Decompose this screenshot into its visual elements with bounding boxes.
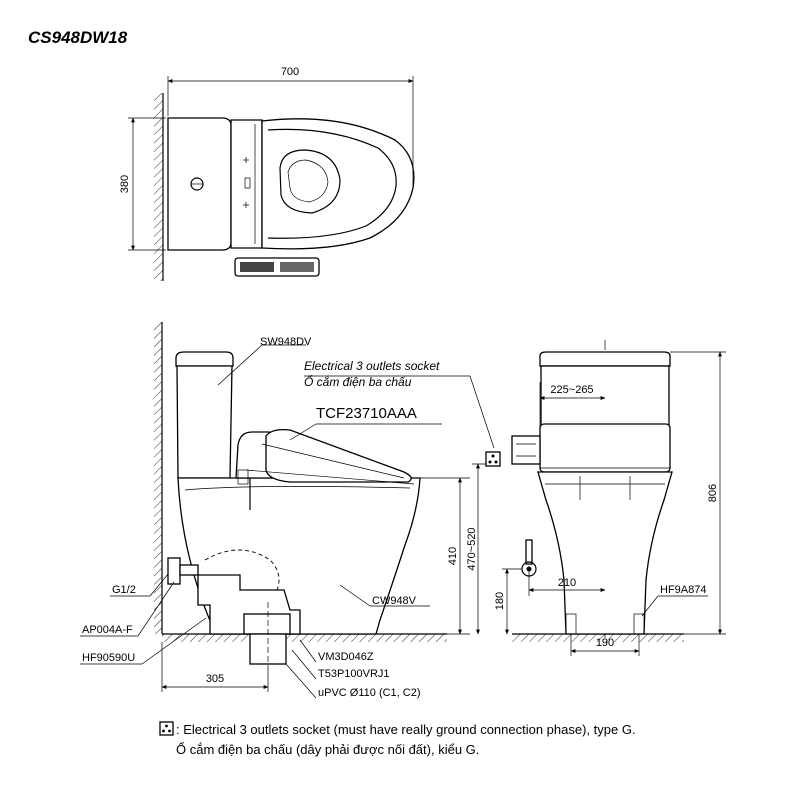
dim-210-label: 210: [558, 577, 576, 589]
drain-adapter: [243, 613, 291, 635]
dim-180-label: 180: [494, 592, 506, 610]
side-connector: [237, 469, 249, 485]
label-t53p100vrj1: T53P100VRJ1: [318, 668, 390, 680]
dim-700-label: 700: [281, 66, 299, 78]
front-seat-unit: [539, 423, 671, 473]
dim-410-label: 410: [447, 547, 459, 565]
label-socket-vi: Ổ cắm điện ba chấu: [304, 374, 412, 389]
dim-305-label: 305: [206, 673, 224, 685]
label-tcf23710aaa: TCF23710AAA: [316, 405, 417, 422]
dim-806-label: 806: [707, 484, 719, 502]
remote-buttons-left: [240, 262, 274, 272]
trap-dashed: [204, 549, 280, 603]
front-tank-lid: [539, 351, 671, 367]
front-floor-hatch: [512, 634, 684, 642]
top-seat-rim: [267, 128, 397, 239]
label-upvc: uPVC Ø110 (C1, C2): [318, 687, 421, 699]
footnote: : Electrical 3 outlets socket (must have…: [159, 721, 636, 757]
valve-outlet: [179, 564, 199, 576]
label-socket-en: Electrical 3 outlets socket: [304, 359, 440, 373]
top-view: 700 380: [119, 66, 415, 281]
model-title: CS948DW18: [28, 28, 128, 47]
top-seat-unit: [230, 119, 263, 249]
label-g12: G1/2: [112, 584, 136, 596]
side-tank: [176, 365, 233, 479]
dim-470-520-label: 470~520: [466, 527, 478, 570]
footnote-line-1: : Electrical 3 outlets socket (must have…: [176, 722, 636, 737]
label-hf90590u: HF90590U: [82, 652, 135, 664]
front-valve-stem: [525, 539, 533, 565]
side-floor-hatch: [162, 634, 447, 642]
side-wall-hatch: [154, 322, 162, 634]
label-ap004a-f: AP004A-F: [82, 624, 133, 636]
footnote-line-2: Ổ cắm điện ba chấu (dây phải được nối đấ…: [176, 742, 479, 757]
top-indicator: [244, 177, 251, 189]
side-seat-lid: [265, 428, 412, 483]
side-view: SW948DV Electrical 3 outlets socket Ổ cắ…: [80, 322, 501, 699]
front-view: 225~265 210 180 806 190 HF9A874: [494, 340, 726, 656]
dim-380-label: 380: [119, 175, 131, 193]
side-tank-lid: [175, 351, 234, 367]
top-bowl-inner: [279, 149, 341, 214]
angle-valve: [167, 557, 181, 585]
socket-symbol: [485, 451, 501, 467]
front-connector: [511, 435, 541, 465]
front-bowl: [537, 471, 673, 635]
dim-190-label: 190: [596, 637, 614, 649]
top-bowl: [261, 118, 415, 250]
dim-225-265-label: 225~265: [550, 384, 593, 396]
front-tank: [540, 365, 670, 427]
footnote-socket-icon: [159, 721, 174, 736]
label-hf9a874: HF9A874: [660, 584, 706, 596]
label-sw948dv: SW948DV: [260, 336, 312, 348]
label-cw948v: CW948V: [372, 595, 417, 607]
label-vm3d046z: VM3D046Z: [318, 651, 374, 663]
remote-buttons-right: [280, 262, 314, 272]
top-wall-hatch: [154, 93, 163, 281]
